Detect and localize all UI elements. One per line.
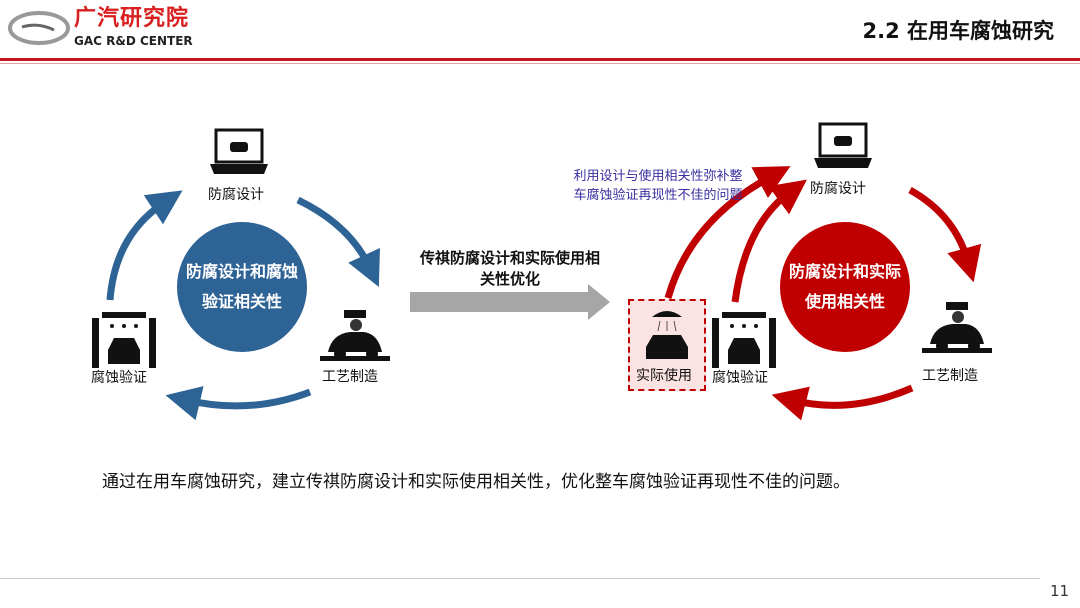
manufacturing-robot-icon: [922, 302, 992, 353]
left-label-process: 工艺制造: [322, 369, 378, 385]
left-label-verify: 腐蚀验证: [91, 370, 147, 386]
footer-divider: [0, 578, 1040, 579]
logo-cn: 广汽研究院: [74, 6, 190, 31]
left-label-design: 防腐设计: [208, 187, 264, 203]
header-divider-thin: [0, 63, 1080, 64]
right-label-actual: 实际使用: [636, 368, 692, 384]
arrow-r-process-to-verify: [771, 384, 914, 421]
arrow-verify-to-design: [106, 190, 183, 301]
laptop-icon: [210, 128, 268, 174]
transition-label: 传祺防腐设计和实际使用相关性优化: [420, 249, 601, 288]
actual-use-box: 实际使用: [628, 299, 706, 391]
arrow-r-verify-to-design: [731, 179, 807, 303]
right-label-process: 工艺制造: [922, 368, 978, 384]
header-divider: [0, 58, 1080, 61]
arrow-design-to-process: [296, 196, 380, 288]
arrow-r-design-to-process: [908, 186, 982, 283]
right-center-circle: 防腐设计和实际使用相关性: [780, 222, 910, 352]
right-note: 利用设计与使用相关性弥补整车腐蚀验证再现性不佳的问题: [573, 169, 743, 203]
left-center-circle: 防腐设计和腐蚀验证相关性: [177, 222, 307, 352]
car-wash-icon: [712, 312, 776, 368]
arrow-r-actual-to-design: [664, 166, 791, 299]
transition-arrow: [410, 284, 610, 320]
right-label-verify: 腐蚀验证: [712, 370, 768, 386]
logo: 广汽研究院 GAC R&D CENTER: [8, 6, 258, 52]
summary-text: 通过在用车腐蚀研究，建立传祺防腐设计和实际使用相关性，优化整车腐蚀验证再现性不佳…: [102, 472, 850, 492]
slide-title: 2.2 在用车腐蚀研究: [862, 19, 1054, 43]
laptop-icon: [814, 122, 872, 168]
car-wash-icon: [92, 312, 156, 368]
page-number: 11: [1050, 582, 1070, 600]
manufacturing-robot-icon: [320, 310, 390, 361]
gac-logo-icon: [8, 11, 70, 45]
right-label-design: 防腐设计: [810, 181, 866, 197]
logo-en: GAC R&D CENTER: [74, 34, 193, 48]
arrow-process-to-verify: [165, 386, 312, 421]
car-under-light-icon: [646, 311, 688, 359]
